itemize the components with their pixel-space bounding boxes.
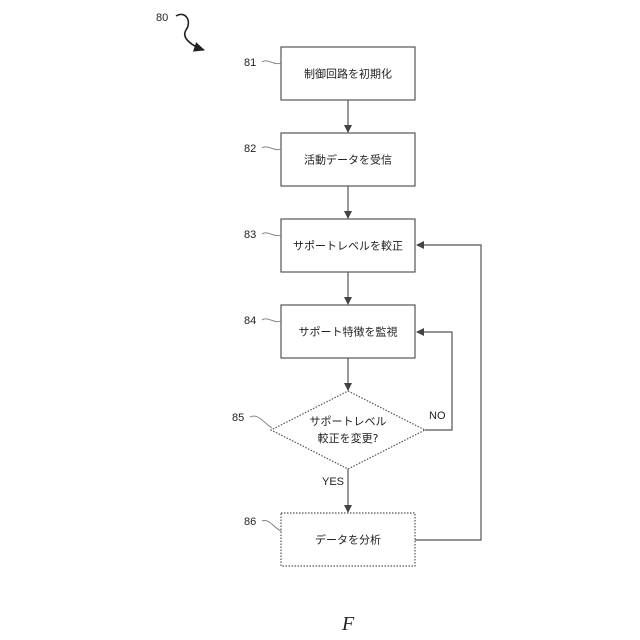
decision-85-leader bbox=[250, 416, 272, 428]
step-83-ref: 83 bbox=[244, 229, 256, 241]
decision-85-line2: 較正を変更? bbox=[318, 431, 379, 445]
step-82-ref: 82 bbox=[244, 143, 256, 155]
yes-branch-label: YES bbox=[322, 476, 344, 488]
step-82-label: 活動データを受信 bbox=[304, 153, 392, 167]
step-81-ref: 81 bbox=[244, 57, 256, 69]
step-84-label: サポート特徴を監視 bbox=[299, 325, 398, 339]
step-82-leader bbox=[262, 147, 281, 150]
step-81-label: 制御回路を初期化 bbox=[304, 67, 392, 81]
step-81: 制御回路を初期化 81 bbox=[244, 47, 415, 100]
step-83-label: サポートレベルを較正 bbox=[293, 239, 403, 253]
decision-85-ref: 85 bbox=[232, 412, 244, 424]
step-86-leader bbox=[262, 520, 281, 531]
figure-caption: F bbox=[341, 613, 355, 635]
step-84-ref: 84 bbox=[244, 315, 256, 327]
step-83-leader bbox=[262, 233, 281, 236]
figure-ref-arrow bbox=[176, 14, 204, 50]
arrow-loop-86-to-83 bbox=[415, 245, 481, 540]
decision-85-line1: サポートレベル bbox=[310, 415, 387, 428]
step-84: サポート特徴を監視 84 bbox=[244, 305, 415, 358]
step-86-ref: 86 bbox=[244, 516, 256, 528]
step-82: 活動データを受信 82 bbox=[244, 133, 415, 186]
step-81-leader bbox=[262, 61, 281, 64]
step-84-leader bbox=[262, 319, 281, 322]
step-83: サポートレベルを較正 83 bbox=[244, 219, 415, 272]
step-86: データを分析 86 bbox=[244, 513, 415, 566]
step-86-label: データを分析 bbox=[315, 533, 381, 547]
decision-85: サポートレベル 較正を変更? 85 bbox=[232, 391, 425, 469]
no-branch-label: NO bbox=[429, 410, 446, 422]
figure-ref: 80 bbox=[156, 12, 168, 24]
